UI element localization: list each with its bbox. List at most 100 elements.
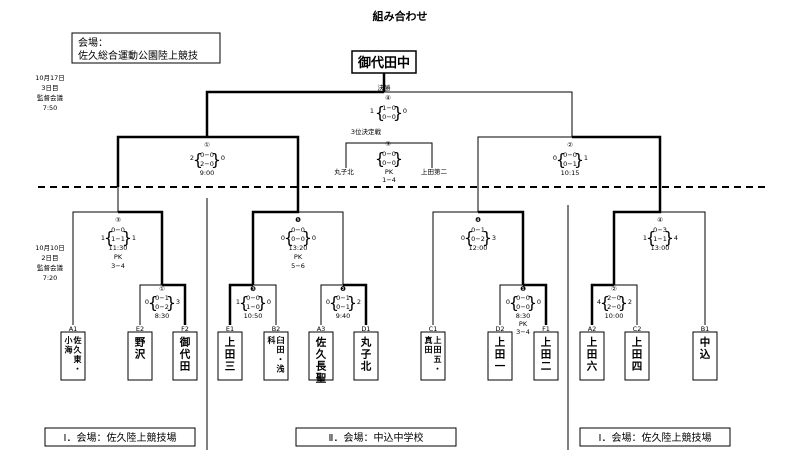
svg-text:0−0: 0−0 [516,303,530,311]
svg-text:{: { [509,293,519,312]
team-code: B1 [701,325,710,333]
svg-text:{: { [646,228,656,247]
svg-text:①: ① [159,285,165,293]
svg-text:10月10日: 10月10日 [35,244,65,252]
team-name: 御代田 [179,336,191,373]
match-qf3: ❹ 0 3 { } 0−1 0−2 12:00 [461,216,496,252]
svg-text:{: { [329,293,339,312]
team-name: 上田五・真田 [425,335,442,374]
svg-text:0: 0 [461,234,465,242]
svg-text:②: ② [567,141,573,149]
page-title: 組み合わせ [373,9,428,23]
svg-text:}: } [122,228,132,247]
svg-text:8:30: 8:30 [155,312,170,320]
svg-text:1: 1 [370,107,374,115]
team-code: F2 [181,325,189,333]
svg-text:0: 0 [221,154,225,162]
venue-label-2: Ⅱ．会場：中込中学校 [329,431,424,444]
svg-text:0: 0 [145,298,149,306]
team-box: B1 中込 [692,325,718,381]
svg-text:0−0: 0−0 [291,235,305,243]
svg-text:{: { [284,228,294,247]
svg-text:0: 0 [312,234,316,242]
team-name: 上田六 [587,336,598,373]
venue-box-line2: 佐久総合運動公園陸上競技 [78,49,198,62]
svg-text:0: 0 [553,154,557,162]
venue-label-1: Ⅰ．会場：佐久陸上競技場 [64,431,177,444]
svg-text:0: 0 [281,234,285,242]
team-box: A2 上田六 [579,325,605,381]
match-third-place: 3位決定戦 ③ { } 0−0 0−0 PK 1−4 丸子北 上田第二 [334,127,447,184]
svg-text:1−4: 1−4 [382,176,396,184]
team-code: A2 [588,325,597,333]
team-code: A1 [69,325,78,333]
svg-text:{: { [556,150,566,169]
svg-text:0−0: 0−0 [246,294,260,302]
team-box: A1 佐久東・小海 [60,325,86,381]
svg-text:❺: ❺ [295,216,301,224]
svg-text:2日目: 2日目 [41,254,58,262]
svg-text:7:20: 7:20 [43,274,58,282]
team-code: C2 [633,325,642,333]
svg-text:0−1: 0−1 [336,303,350,311]
team-name: 佐久長聖 [315,336,327,385]
match-qf4: ④ 1 4 { } 0−3 1−1 13:00 [643,216,678,252]
team-code: C1 [429,325,438,333]
svg-text:2: 2 [628,298,632,306]
team-name: 臼田・浅科 [268,335,285,374]
svg-text:PK: PK [519,320,528,328]
svg-text:{: { [375,103,385,122]
svg-text:0: 0 [537,298,541,306]
svg-text:0: 0 [506,298,510,306]
svg-text:13:00: 13:00 [651,244,670,252]
svg-text:0−0: 0−0 [111,226,125,234]
svg-text:0−0: 0−0 [200,151,214,159]
venue-box [71,32,221,64]
svg-text:2−0: 2−0 [607,294,621,302]
match-r1-c: ❷ 0 2 { } 0−1 0−1 9:40 [326,285,361,320]
svg-text:{: { [193,150,203,169]
svg-text:11:30: 11:30 [109,244,128,252]
svg-text:2−0: 2−0 [607,303,621,311]
svg-text:3位決定戦: 3位決定戦 [351,127,382,136]
svg-text:❹: ❹ [475,216,481,224]
match-qf1: ③ 1 1 { } 0−0 1−1 11:30 PK 3−4 [101,216,136,270]
team-name: 佐久東・小海 [64,335,83,374]
svg-text:}: } [574,150,584,169]
svg-text:0−1: 0−1 [336,294,350,302]
svg-text:7:50: 7:50 [43,104,58,112]
svg-text:❶: ❶ [520,285,526,293]
svg-text:1−0: 1−0 [382,104,396,112]
svg-text:}: } [664,228,674,247]
svg-text:1: 1 [101,234,105,242]
third-place-right-team: 上田第二 [421,167,448,176]
team-name: 中込 [700,336,711,361]
svg-text:監督会議: 監督会議 [37,263,64,272]
svg-text:5−6: 5−6 [291,262,305,270]
svg-text:③: ③ [385,140,391,148]
svg-text:1: 1 [236,298,240,306]
svg-text:}: } [527,293,537,312]
svg-text:0−0: 0−0 [563,151,577,159]
svg-text:1: 1 [643,234,647,242]
svg-text:2: 2 [357,298,361,306]
svg-text:1−1: 1−1 [111,235,125,243]
svg-text:①: ① [204,141,210,149]
venue-label-box-2 [295,427,457,447]
svg-text:10:15: 10:15 [561,169,580,177]
svg-text:4: 4 [597,298,601,306]
match-r1-d: ❶ 0 0 { } 0−0 0−0 8:30 PK 3−4 [506,285,541,336]
svg-text:0−3: 0−3 [653,226,667,234]
match-qf2: ❺ 0 0 { } 0−0 0−0 13:20 PK 5−6 [281,216,316,270]
match-semi-left: ① 2 0 { } 0−0 2−0 9:00 [190,141,225,177]
svg-text:8:30: 8:30 [516,312,531,320]
svg-text:2: 2 [190,154,194,162]
team-name: 野沢 [135,337,146,361]
venue-box-line1: 会場： [78,36,108,49]
